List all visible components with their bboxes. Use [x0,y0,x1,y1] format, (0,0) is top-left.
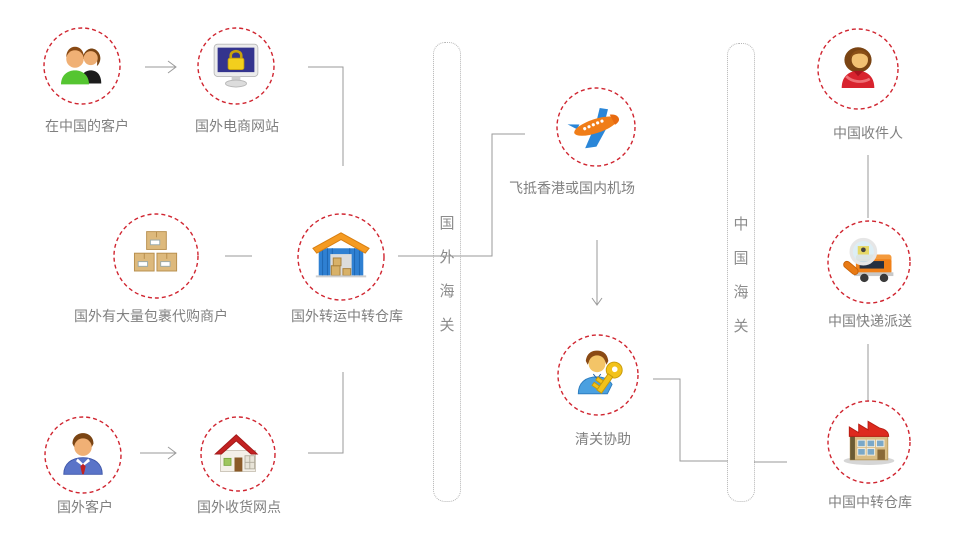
customs-clearance-assist-label: 清关协助 [575,432,631,448]
people-pair-icon [61,46,102,85]
foreign-receiving-point-label: 国外收货网点 [197,500,281,516]
magnifier-truck-icon [843,237,894,283]
parcel-boxes-icon [133,231,178,272]
connector-ecommerce-to-warehouse [308,66,344,166]
china-recipient-label: 中国收件人 [833,126,903,142]
warehouse-icon [312,232,370,278]
foreign-transit-warehouse-label: 国外转运中转仓库 [291,309,403,325]
arrowhead-airport-to-clearance [591,297,603,306]
house-icon [214,434,259,472]
china-express-delivery-label: 中国快递派送 [828,314,912,330]
customers-in-china-label: 在中国的客户 [45,119,129,135]
person-key-icon [577,350,623,395]
connector-clearance-to-china-customs [653,378,728,462]
airplane-icon [567,108,620,149]
china-customs-bar: 中国海关 [727,43,755,502]
connector-receiving-point-to-warehouse [308,372,344,454]
connector-warehouse-to-airport [398,133,525,257]
arrowhead-customer-to-receiving-point [167,446,177,460]
woman-icon [841,47,875,89]
foreign-parcel-merchants-label: 国外有大量包裹代购商户 [74,309,228,325]
foreign-customer-label: 国外客户 [57,500,113,516]
arrowhead-customers-to-ecommerce [167,60,177,74]
businessman-icon [63,433,103,475]
factory-icon [843,420,895,465]
china-transit-warehouse-label: 中国中转仓库 [828,495,912,511]
foreign-customs-bar: 国外海关 [433,42,461,502]
secure-monitor-icon [213,43,259,88]
china-customs-label: 中国海关 [733,215,749,335]
flight-arrival-label: 飞抵香港或国内机场 [509,181,635,197]
foreign-ecommerce-site-label: 国外电商网站 [195,119,279,135]
foreign-customs-label: 国外海关 [439,214,455,334]
